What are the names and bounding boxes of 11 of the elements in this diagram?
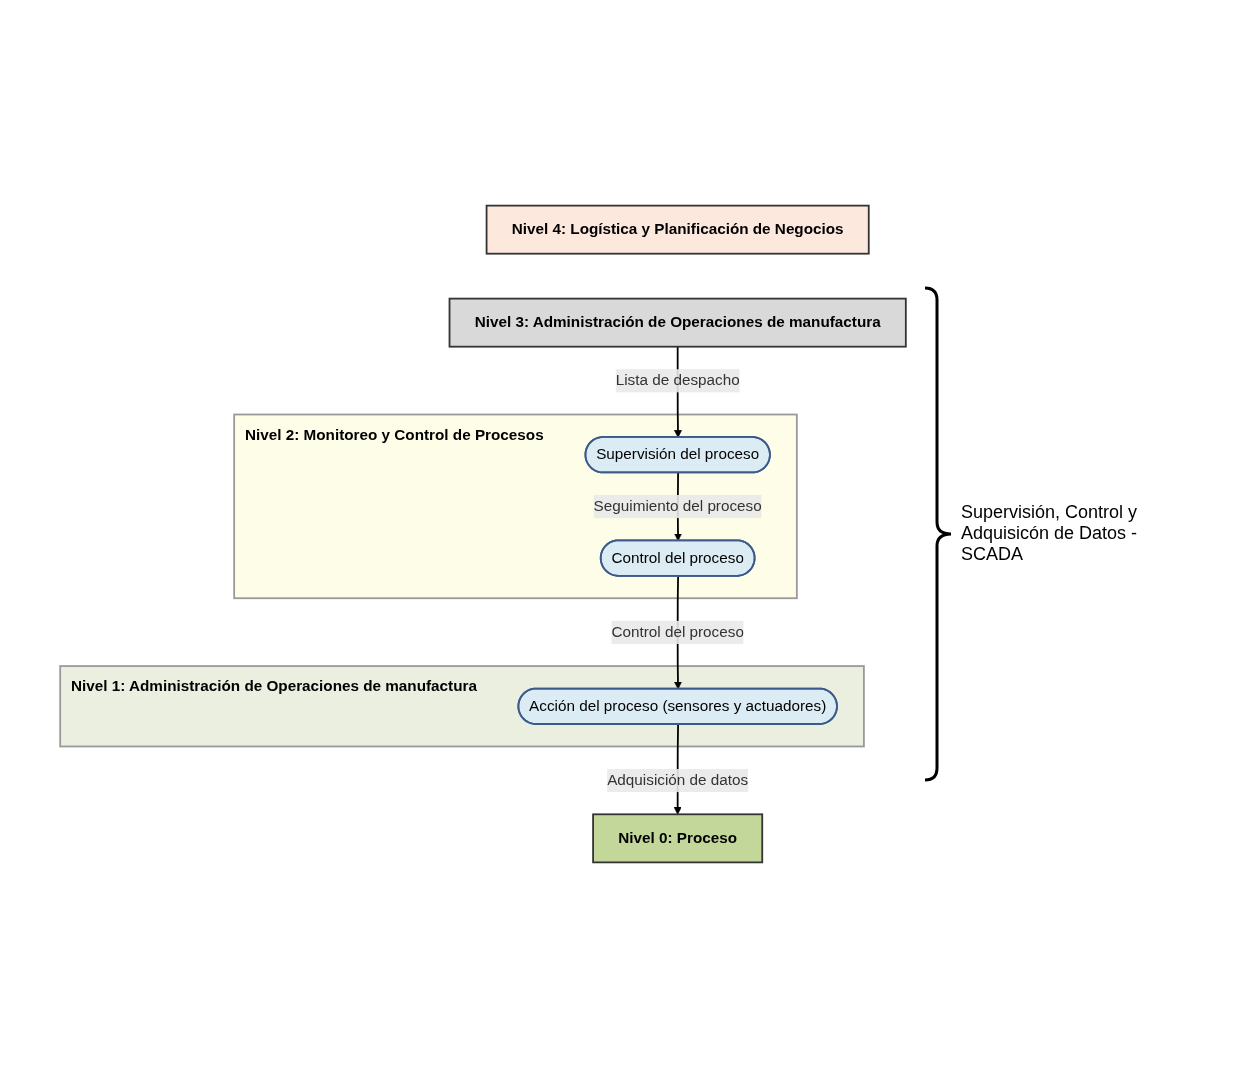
bracket-label: Supervisión, Control y Adquisicón de Datos - SCADA [961, 502, 1139, 565]
edge-label: Seguimiento del proceso [593, 497, 762, 515]
edge-label: Adquisición de datos [607, 771, 749, 789]
edge-label: Control del proceso [611, 622, 744, 640]
cluster [59, 664, 865, 747]
node-box [485, 204, 870, 255]
edge-label: Lista de despacho [615, 371, 740, 389]
cluster [233, 413, 798, 599]
node-box [592, 812, 764, 863]
flowchart-diagram: Nivel 4: Logística y Planificación de Negocios Nivel 3: Administración de Operaciones de manufactura Lista de despacho Nivel 2: Monitoreo y Control de Procesos Supervisión del proceso Seguimiento del proceso Control del proceso Control del proceso Nivel 1: Administración de Operaciones de manufactura Acción del proceso (sensores y actuadores) Adquisición de datos Nivel 0: Proceso [53, 13, 913, 1054]
node-box [448, 297, 907, 348]
